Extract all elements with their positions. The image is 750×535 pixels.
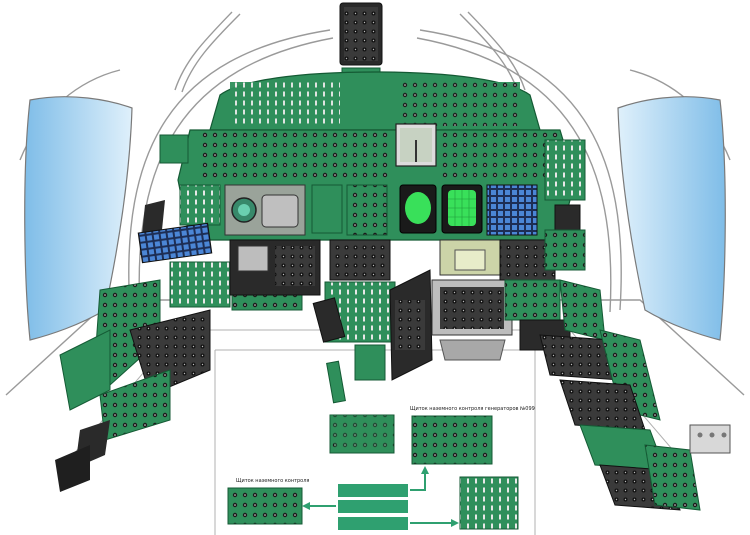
generator-control-panel	[411, 415, 493, 465]
switch-bank-panel	[459, 476, 519, 530]
right-window	[617, 96, 726, 341]
generator-control-panel-label: Щиток наземного контроля генераторов №09…	[410, 406, 535, 412]
callout-panels	[227, 414, 519, 530]
callout-arrows	[306, 470, 455, 524]
left-side-panels	[55, 134, 303, 492]
switch-box	[689, 424, 731, 454]
blue-keypad	[137, 222, 213, 264]
ground-control-panel-label: Щиток наземного контроля	[236, 478, 310, 484]
right-side-panels	[539, 139, 731, 511]
ground-control-panel	[227, 487, 303, 525]
ground-control-box	[329, 414, 395, 454]
center-pedestal	[229, 239, 433, 404]
